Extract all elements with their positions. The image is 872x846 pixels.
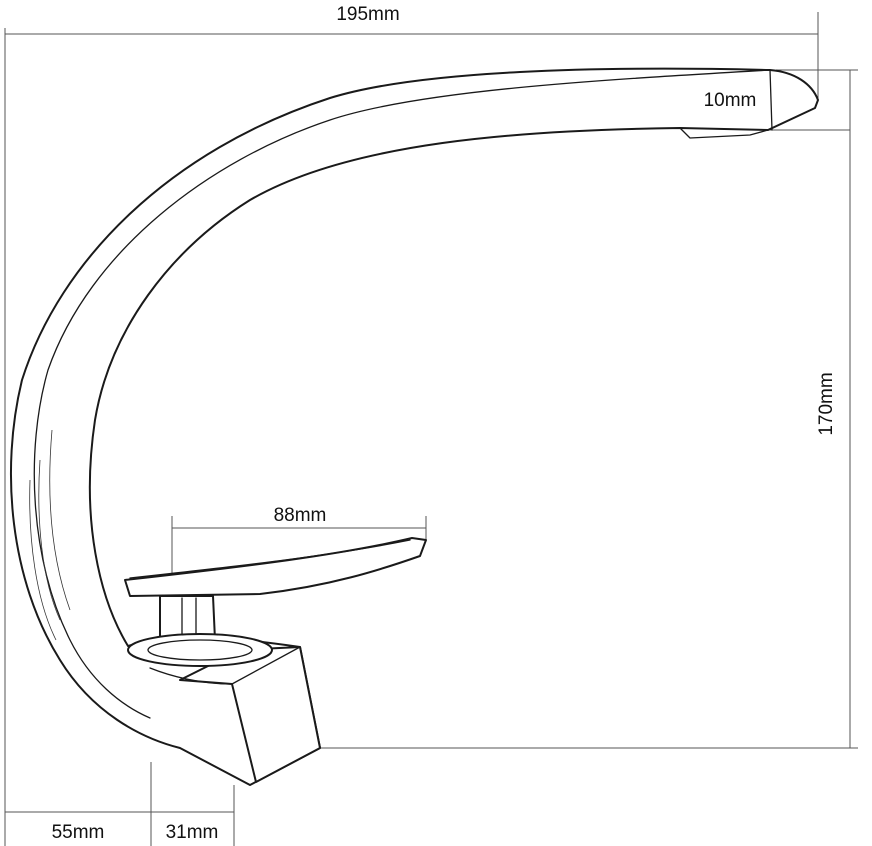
spout-inner-edge (33, 69, 771, 719)
handle-length-label: 88mm (274, 505, 327, 526)
base-front-face (231, 646, 301, 685)
total-height-label: 170mm (816, 372, 837, 435)
dimension-lines (4, 12, 858, 846)
cartridge-disc (127, 633, 273, 667)
base-offset-label: 55mm (52, 822, 105, 843)
handle-top-edge (129, 539, 411, 579)
body-shading (29, 429, 71, 641)
handle-lever (124, 537, 427, 597)
faucet-body (9, 67, 819, 786)
spout-outline (9, 67, 819, 786)
spout-tip (679, 69, 773, 139)
cartridge-disc-inner (147, 639, 253, 661)
base-depth-label: 31mm (166, 822, 219, 843)
spout-thickness-label: 10mm (704, 90, 757, 111)
total-width-label: 195mm (336, 4, 399, 25)
base-lower-edge (149, 667, 233, 685)
handle-stem-detail (181, 597, 197, 641)
